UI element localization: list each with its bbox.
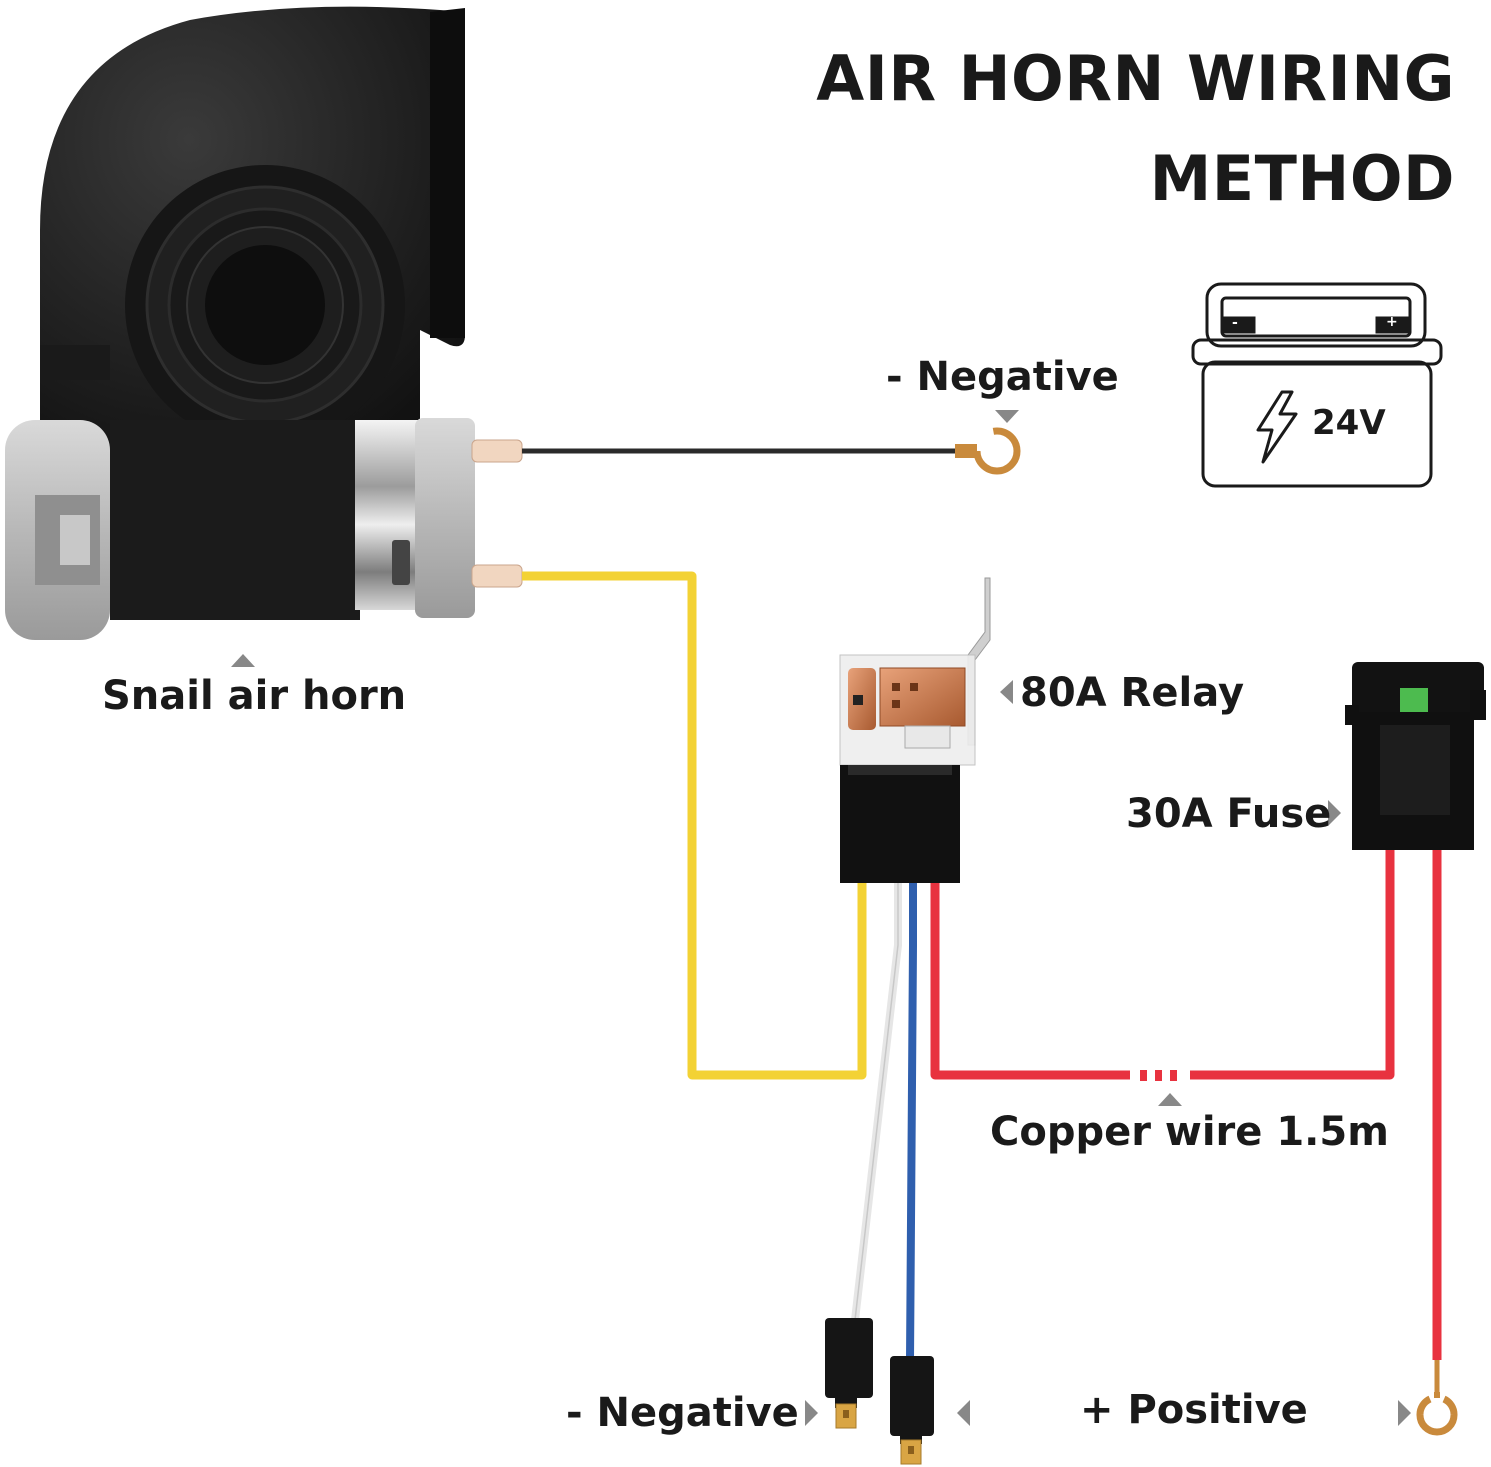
horn-motor-vent xyxy=(392,540,410,585)
blue-wire-connector xyxy=(890,1356,934,1465)
relay-label: 80A Relay xyxy=(1020,670,1245,716)
blue-wire xyxy=(906,880,917,1361)
triangle-right-icon xyxy=(1328,800,1341,826)
horn-motor-end xyxy=(415,418,475,618)
horn-mouth-center xyxy=(205,245,325,365)
fuse-holder xyxy=(1345,662,1486,850)
red-wire-relay xyxy=(930,880,1130,1080)
negative-ring-terminal-top xyxy=(955,427,1021,475)
horn-motor-chrome xyxy=(355,420,425,610)
relay xyxy=(839,577,991,883)
horn-terminal-bottom xyxy=(471,564,523,588)
lightning-bolt-icon xyxy=(1256,390,1298,464)
positive-label: + Positive xyxy=(1080,1387,1308,1433)
triangle-up-icon xyxy=(231,654,255,667)
horn-motor-body xyxy=(110,420,360,620)
triangle-right-icon xyxy=(1398,1400,1411,1426)
copper-wire-label: Copper wire 1.5m xyxy=(990,1109,1389,1155)
snail-air-horn-label: Snail air horn xyxy=(102,673,407,719)
negative-label-bottom: - Negative xyxy=(566,1390,799,1436)
red-wire-fuse-left xyxy=(1190,850,1395,1080)
relay-base xyxy=(840,765,960,883)
triangle-left-icon xyxy=(1000,680,1013,704)
positive-ring-terminal xyxy=(1416,1392,1458,1436)
white-wire-connector xyxy=(825,1318,873,1429)
battery-icon xyxy=(1191,282,1443,488)
relay-armature xyxy=(904,725,951,749)
fuse-label: 30A Fuse xyxy=(1126,791,1332,837)
horn-flare xyxy=(430,8,465,338)
title-line-2: METHOD xyxy=(1149,142,1455,215)
battery-voltage: 24V xyxy=(1312,403,1386,443)
horn-terminal-top xyxy=(471,439,523,463)
horn-bracket xyxy=(40,345,110,380)
horn-motor-left-slot-inner xyxy=(60,515,90,565)
negative-label-top: - Negative xyxy=(886,354,1119,400)
battery-plus-terminal: + xyxy=(1386,314,1398,330)
triangle-left-icon xyxy=(957,1400,970,1426)
relay-contact-plate xyxy=(879,667,966,727)
yellow-wire xyxy=(522,571,867,1080)
battery-minus-terminal: - xyxy=(1232,315,1238,331)
snail-air-horn xyxy=(5,6,523,640)
copper-wire-break xyxy=(1140,1070,1177,1081)
triangle-up-icon xyxy=(1158,1093,1182,1106)
title-line-1: AIR HORN WIRING xyxy=(816,42,1455,115)
triangle-down-icon xyxy=(995,410,1019,423)
triangle-right-icon xyxy=(805,1400,818,1426)
